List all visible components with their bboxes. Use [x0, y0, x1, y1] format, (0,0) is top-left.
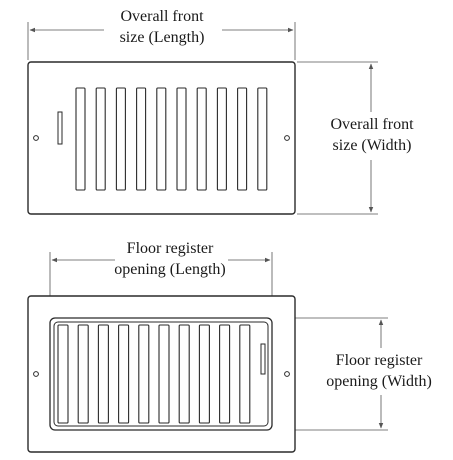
bottom-vent-slot-7 — [178, 324, 190, 424]
overall-front-length-label: Overall front size (Length) — [62, 6, 262, 48]
register-opening-length-label: Floor register opening (Length) — [70, 238, 270, 280]
bottom-register-slots — [57, 324, 251, 424]
top-vent-slot-1 — [75, 87, 86, 191]
overall-front-width-label: Overall front size (Width) — [306, 114, 438, 156]
bottom-register-group — [27, 252, 388, 453]
bottom-vent-slot-3 — [97, 324, 109, 424]
bottom-vent-slot-1 — [57, 324, 69, 424]
bottom-screw-hole-right — [284, 371, 290, 377]
top-vent-slot-2 — [95, 87, 106, 191]
overall-front-length-line1: Overall front — [120, 8, 204, 25]
top-vent-slot-6 — [176, 87, 187, 191]
top-register-group — [27, 22, 378, 215]
register-opening-length-line1: Floor register — [126, 240, 214, 257]
top-vent-slot-4 — [136, 87, 147, 191]
register-opening-width-line1: Floor register — [335, 352, 423, 369]
bottom-screw-hole-left — [33, 371, 39, 377]
bottom-vent-slot-6 — [158, 324, 170, 424]
register-opening-length-line2: opening (Length) — [114, 261, 226, 278]
bottom-vent-slot-9 — [219, 324, 231, 424]
bottom-vent-slot-10 — [239, 324, 251, 424]
top-vent-slot-10 — [257, 87, 268, 191]
register-opening-width-line2: opening (Width) — [326, 373, 432, 390]
top-vent-slot-7 — [196, 87, 207, 191]
register-opening-frame-inner — [53, 321, 269, 427]
overall-front-width-line1: Overall front — [330, 116, 414, 133]
bottom-vent-slot-5 — [138, 324, 150, 424]
top-register-slots — [75, 87, 268, 191]
bottom-vent-slot-2 — [77, 324, 89, 424]
top-vent-slot-8 — [216, 87, 227, 191]
top-vent-slot-9 — [237, 87, 248, 191]
top-damper-lever — [57, 111, 63, 145]
bottom-damper-lever — [260, 343, 266, 375]
top-screw-hole-left — [33, 135, 39, 141]
top-vent-slot-3 — [115, 87, 126, 191]
bottom-vent-slot-4 — [118, 324, 130, 424]
overall-front-width-line2: size (Width) — [332, 137, 412, 154]
bottom-vent-slot-8 — [198, 324, 210, 424]
top-screw-hole-right — [284, 135, 290, 141]
register-opening-width-label: Floor register opening (Width) — [310, 350, 448, 392]
overall-front-length-line2: size (Length) — [119, 29, 205, 46]
top-vent-slot-5 — [156, 87, 167, 191]
